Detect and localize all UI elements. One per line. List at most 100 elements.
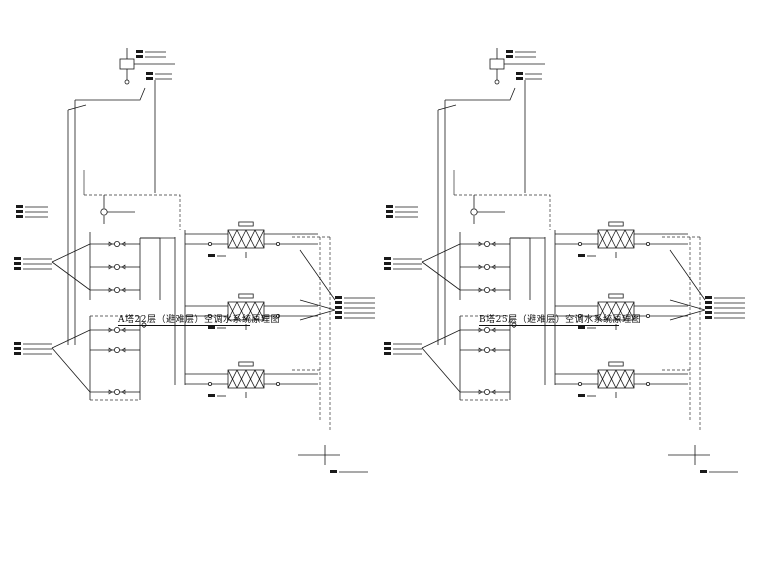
diagram-a-schematic	[14, 48, 375, 473]
riser-top-break	[67, 104, 87, 111]
note-bullet	[700, 470, 707, 473]
coil-hatch	[615, 301, 626, 321]
coil-hatch	[245, 369, 256, 389]
leader-line	[51, 329, 91, 349]
note-bullet	[705, 306, 712, 309]
valve-icon	[207, 381, 212, 386]
coil-hatch	[615, 369, 626, 389]
note-bullet	[335, 296, 342, 299]
valve-icon	[108, 287, 126, 293]
note-bullet	[384, 352, 391, 355]
valve-icon	[645, 313, 650, 318]
coil-hatch	[624, 369, 635, 389]
leader-line	[669, 299, 706, 311]
pump-icon	[484, 263, 491, 270]
note-bullet	[330, 470, 337, 473]
coil-hatch	[606, 301, 617, 321]
valve-icon	[275, 241, 280, 246]
coil-hatch	[624, 301, 635, 321]
air-handling-unit-0	[597, 229, 635, 249]
pump-icon	[484, 326, 491, 333]
valve-icon	[577, 241, 582, 246]
expansion-tank	[119, 58, 135, 70]
pump-icon	[484, 388, 491, 395]
valve-icon	[207, 313, 212, 318]
pump-icon	[114, 263, 121, 270]
note-bullet	[335, 301, 342, 304]
valve-icon	[478, 287, 496, 293]
leader-line	[299, 309, 336, 321]
valve-icon	[108, 241, 126, 247]
note-bullet	[384, 257, 391, 260]
coil-hatch	[236, 301, 247, 321]
valve-icon	[108, 327, 126, 333]
pump-icon	[114, 346, 121, 353]
note-bullet	[506, 55, 513, 58]
supply-header-dashed	[453, 170, 551, 230]
note-bullet	[335, 316, 342, 319]
coil-hatch	[227, 229, 238, 249]
pump-icon	[484, 286, 491, 293]
note-bullet	[384, 262, 391, 265]
pump-icon	[114, 286, 121, 293]
note-bullet	[384, 267, 391, 270]
note-bullet	[386, 205, 393, 208]
air-handling-unit-0	[227, 229, 265, 249]
note-bullet	[146, 77, 153, 80]
note-bullet	[705, 301, 712, 304]
pump-icon	[114, 240, 121, 247]
coil-hatch	[227, 301, 238, 321]
air-handling-unit-2	[227, 369, 265, 389]
unit-tag-box	[238, 361, 254, 367]
note-bullet	[208, 394, 215, 397]
leader-line	[421, 261, 461, 291]
float-valve-icon	[494, 79, 500, 85]
riser-top-run	[75, 87, 146, 101]
pump-icon	[114, 326, 121, 333]
leader-line	[299, 299, 336, 311]
coil-hatch	[254, 229, 265, 249]
note-bullet	[516, 77, 523, 80]
coil-hatch	[245, 229, 256, 249]
note-bullet	[386, 215, 393, 218]
valve-icon	[478, 241, 496, 247]
note-bullet	[136, 50, 143, 53]
valve-icon	[478, 264, 496, 270]
coil-hatch	[227, 369, 238, 389]
note-bullet	[335, 306, 342, 309]
diagram-b-title-underline	[479, 325, 619, 326]
note-bullet	[516, 72, 523, 75]
air-handling-unit-2	[597, 369, 635, 389]
float-valve-icon	[124, 79, 130, 85]
note-bullet	[578, 254, 585, 257]
note-bullet	[14, 342, 21, 345]
supply-header-dashed	[83, 170, 181, 230]
note-bullet	[16, 205, 23, 208]
diagram-a-title: A塔22层（避难层）空调水系统原理图	[118, 315, 280, 325]
coil-hatch	[236, 229, 247, 249]
unit-tag-box	[608, 293, 624, 299]
note-bullet	[136, 55, 143, 58]
unit-tag-box	[238, 221, 254, 227]
note-bullet	[705, 311, 712, 314]
note-bullet	[208, 254, 215, 257]
riser-top-run	[445, 87, 516, 101]
coil-hatch	[624, 229, 635, 249]
note-bullet	[208, 326, 215, 329]
valve-icon	[275, 381, 280, 386]
note-bullet	[14, 347, 21, 350]
note-bullet	[14, 352, 21, 355]
coil-hatch	[615, 229, 626, 249]
note-bullet	[384, 347, 391, 350]
valve-icon	[577, 313, 582, 318]
pump-icon	[114, 388, 121, 395]
diagram-a-title-underline	[118, 325, 250, 326]
valve-icon	[478, 347, 496, 353]
leader-line	[299, 249, 336, 301]
valve-icon	[275, 313, 280, 318]
note-bullet	[14, 267, 21, 270]
coil-hatch	[597, 301, 608, 321]
leader-line	[421, 329, 461, 349]
valve-icon	[207, 241, 212, 246]
